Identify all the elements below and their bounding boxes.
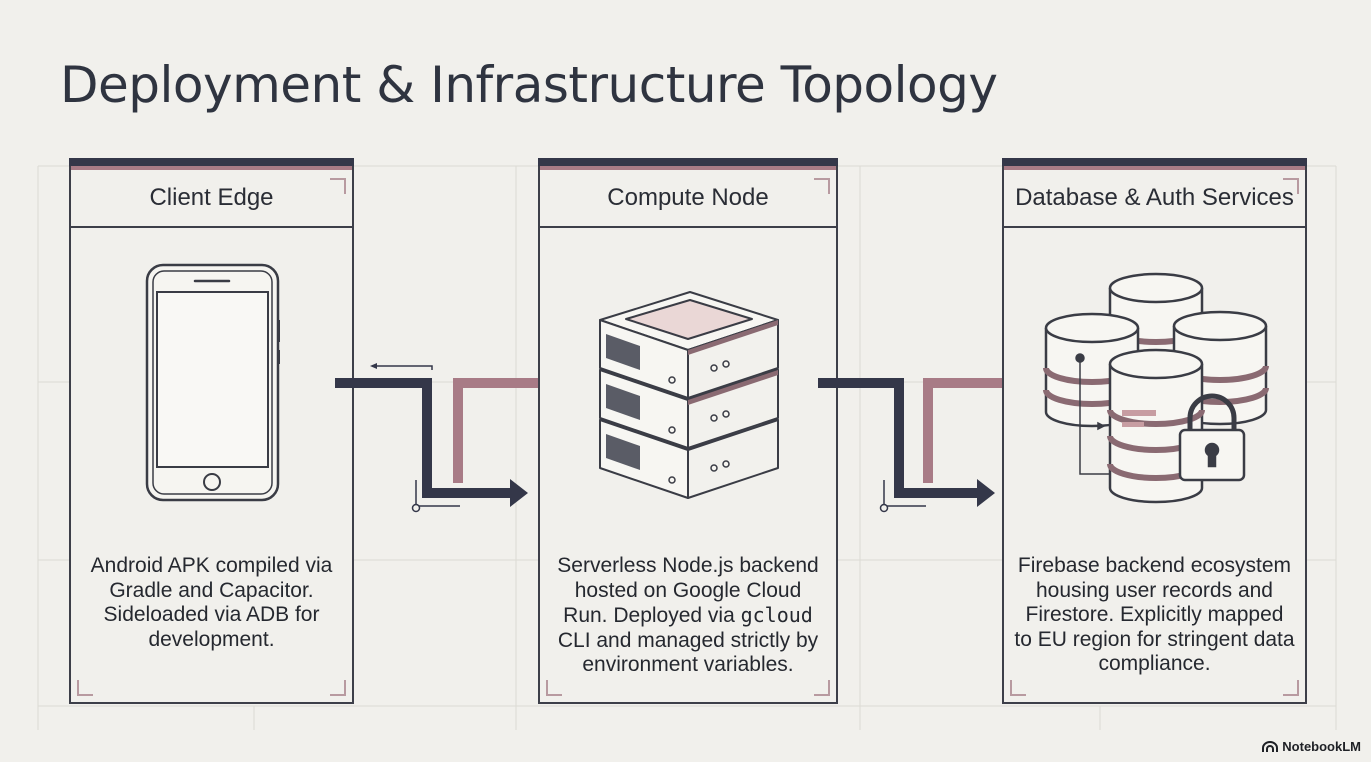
database-lock-icon: [1043, 272, 1269, 504]
connector-arrows-2: [818, 367, 1022, 513]
panel-description: Firebase backend ecosystem housing user …: [1014, 554, 1295, 675]
panel-title: Database & Auth Services: [1004, 170, 1305, 228]
panel-top-bar: [69, 158, 354, 166]
panel-top-bar: [538, 158, 838, 166]
corner-mark: [77, 680, 93, 696]
notebooklm-watermark: NotebookLM: [1262, 739, 1361, 754]
corner-mark: [330, 178, 346, 194]
smartphone-icon: [145, 263, 280, 502]
page-title: Deployment & Infrastructure Topology: [60, 56, 998, 114]
panel-client-edge: Client Edge Android APK compiled via Gra…: [69, 158, 354, 704]
corner-mark: [1010, 680, 1026, 696]
panel-accent-bar: [540, 166, 836, 170]
panel-accent-bar: [1004, 166, 1305, 170]
code-gcloud: gcloud: [740, 603, 813, 627]
corner-mark: [1283, 178, 1299, 194]
connector-arrows-1: [335, 363, 556, 513]
server-stack-icon: [599, 291, 779, 499]
panel-top-bar: [1002, 158, 1307, 166]
panel-compute-node: Compute Node: [538, 158, 838, 704]
panel-description: Android APK compiled via Gradle and Capa…: [90, 554, 333, 651]
panel-description: Serverless Node.js backend hosted on Goo…: [557, 554, 819, 676]
panel-accent-bar: [71, 166, 352, 170]
corner-mark: [814, 680, 830, 696]
corner-mark: [546, 680, 562, 696]
corner-mark: [814, 178, 830, 194]
panel-title: Client Edge: [71, 170, 352, 228]
panel-title: Compute Node: [540, 170, 836, 228]
panel-database-auth: Database & Auth Services: [1002, 158, 1307, 704]
corner-mark: [1283, 680, 1299, 696]
corner-mark: [330, 680, 346, 696]
notebooklm-logo-icon: [1262, 740, 1279, 752]
watermark-text: NotebookLM: [1282, 739, 1361, 754]
